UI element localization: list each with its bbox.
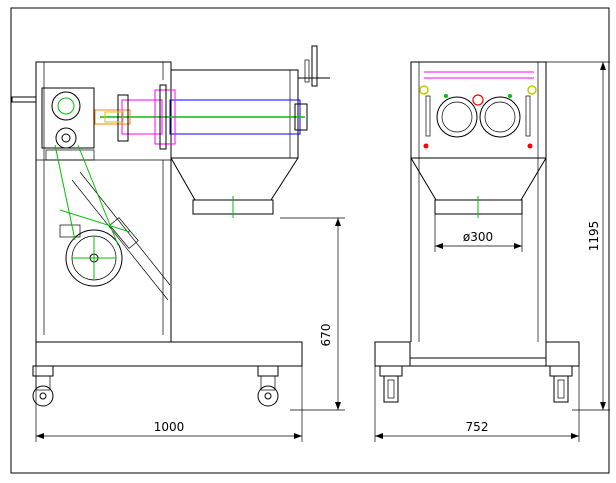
side-motor [59, 217, 139, 287]
front-caster-left [379, 365, 403, 403]
side-top-lever [311, 45, 318, 87]
front-housing [410, 61, 547, 159]
dim-1000-label: 1000 [154, 420, 185, 434]
dim-1195-label: 1195 [587, 221, 601, 252]
front-rotor-openings [419, 85, 537, 149]
dim-1000: 1000 [35, 366, 303, 442]
dim-300-label: ø300 [463, 230, 493, 244]
front-caster-right [549, 365, 573, 403]
dim-752: 752 [374, 366, 580, 442]
side-belt [54, 144, 131, 246]
front-view: ø300 1195 752 [374, 61, 610, 442]
side-caster-right [257, 365, 279, 407]
dim-300: ø300 [434, 214, 523, 252]
side-handle [11, 96, 37, 103]
drawing-border [10, 7, 610, 474]
front-hopper [410, 157, 547, 218]
side-gearbox [41, 87, 95, 161]
dim-1195: 1195 [546, 61, 610, 411]
dim-752-label: 752 [466, 420, 489, 434]
side-base-plate [35, 341, 303, 367]
side-view: 670 1000 [11, 45, 345, 442]
dim-670: 670 [280, 217, 345, 411]
side-rotor-assembly [94, 84, 308, 150]
dim-670-label: 670 [319, 324, 333, 347]
side-hopper [170, 69, 299, 218]
front-base [374, 341, 580, 367]
